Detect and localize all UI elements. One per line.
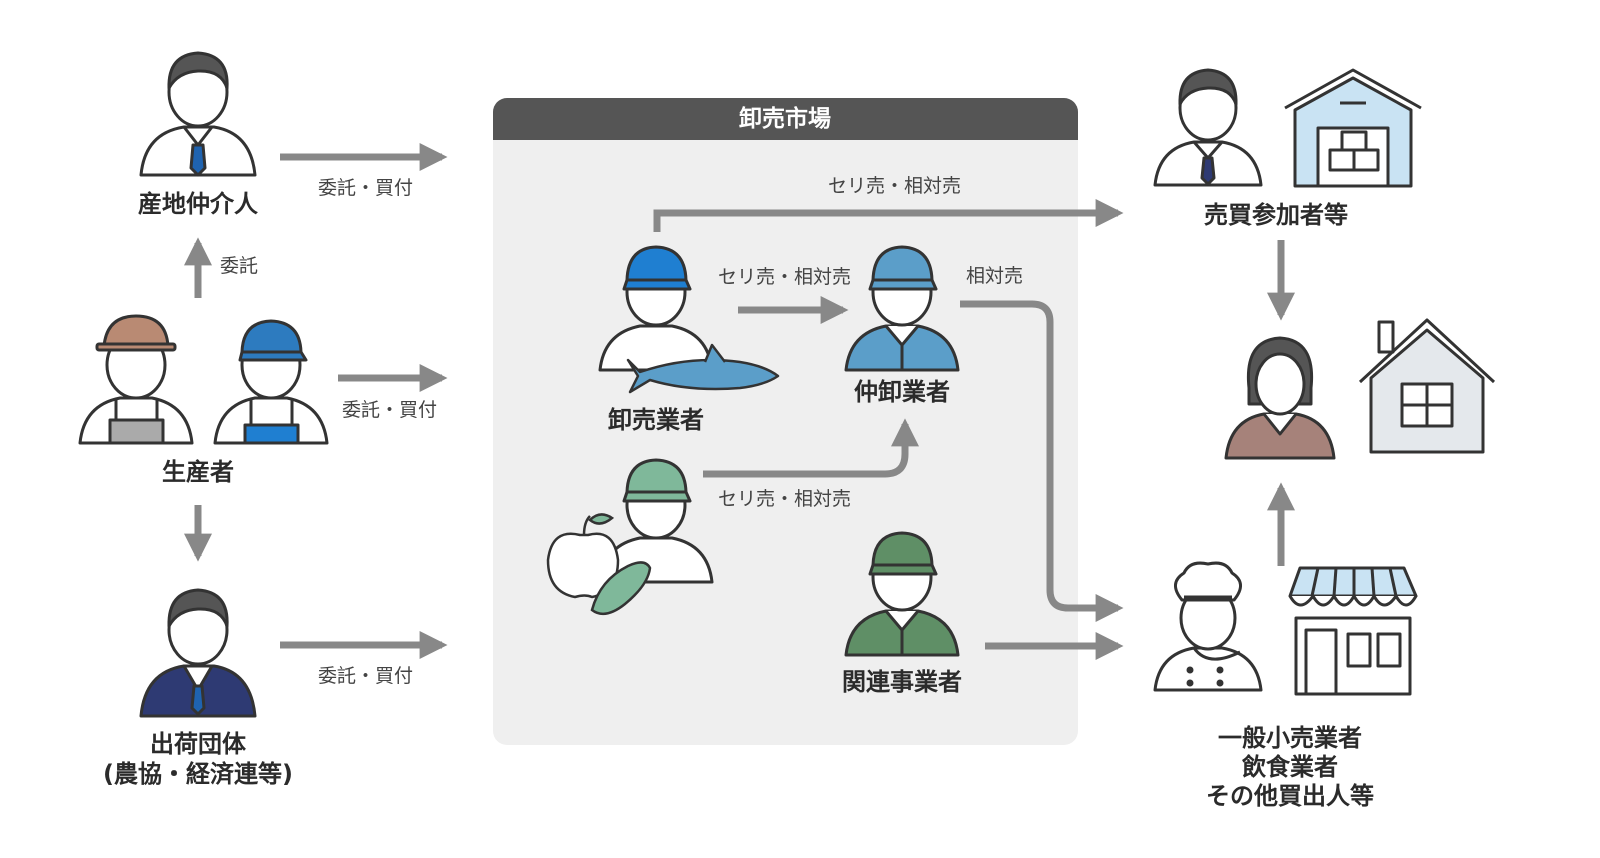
arrow-produce-to-middle [703, 418, 919, 478]
wholesaler-label: 卸売業者 [608, 406, 704, 434]
edge-label-consign: 委託 [220, 255, 259, 277]
related-business-label: 関連事業者 [842, 668, 962, 696]
edge-label-auction-mid: セリ売・相対売 [718, 266, 852, 288]
middle-wholesaler-label: 仲卸業者 [854, 378, 950, 406]
middle-wholesaler-person-icon [844, 245, 960, 372]
edge-label-auction-low: セリ売・相対売 [718, 488, 852, 510]
apple-icon [546, 513, 620, 599]
retail-label-line3: その他買出人等 [1206, 782, 1374, 810]
related-business-person-icon [844, 531, 960, 657]
edge-label-auction-top: セリ売・相対売 [828, 175, 962, 197]
edge-label-consign-buy-3: 委託・買付 [318, 665, 414, 687]
shipper-person-icon [139, 588, 257, 718]
chef-person-icon [1153, 561, 1263, 692]
storefront-icon [1288, 566, 1418, 696]
edge-label-consign-buy-2: 委託・買付 [342, 399, 438, 421]
market-header-bar [493, 98, 1078, 140]
market-title: 卸売市場 [739, 106, 831, 132]
flow-arrows [184, 143, 1295, 660]
warehouse-icon [1284, 68, 1422, 188]
fisher-person-icon [213, 319, 329, 445]
shipper-label-line1: 出荷団体 [150, 730, 246, 758]
buyer-person-icon [1153, 68, 1263, 187]
arrow-middle-to-retail [960, 300, 1124, 622]
producer-label: 生産者 [162, 458, 234, 486]
bitter-gourd-icon [590, 561, 652, 616]
intermediary-label: 産地仲介人 [138, 190, 258, 218]
edge-label-consign-buy-1: 委託・買付 [318, 177, 414, 199]
farmer-person-icon [78, 314, 194, 445]
buyers-label: 売買参加者等 [1204, 201, 1348, 229]
fish-icon [626, 343, 780, 394]
intermediary-person-icon [139, 51, 257, 177]
retail-label-line2: 飲食業者 [1242, 753, 1338, 781]
retail-label-line1: 一般小売業者 [1218, 724, 1362, 752]
consumer-person-icon [1224, 336, 1336, 460]
arrow-wholesaler-to-buyers [653, 199, 1124, 232]
house-icon [1358, 318, 1496, 454]
edge-label-negotiated: 相対売 [966, 265, 1024, 287]
shipper-label-line2: (農協・経済連等) [103, 760, 293, 788]
